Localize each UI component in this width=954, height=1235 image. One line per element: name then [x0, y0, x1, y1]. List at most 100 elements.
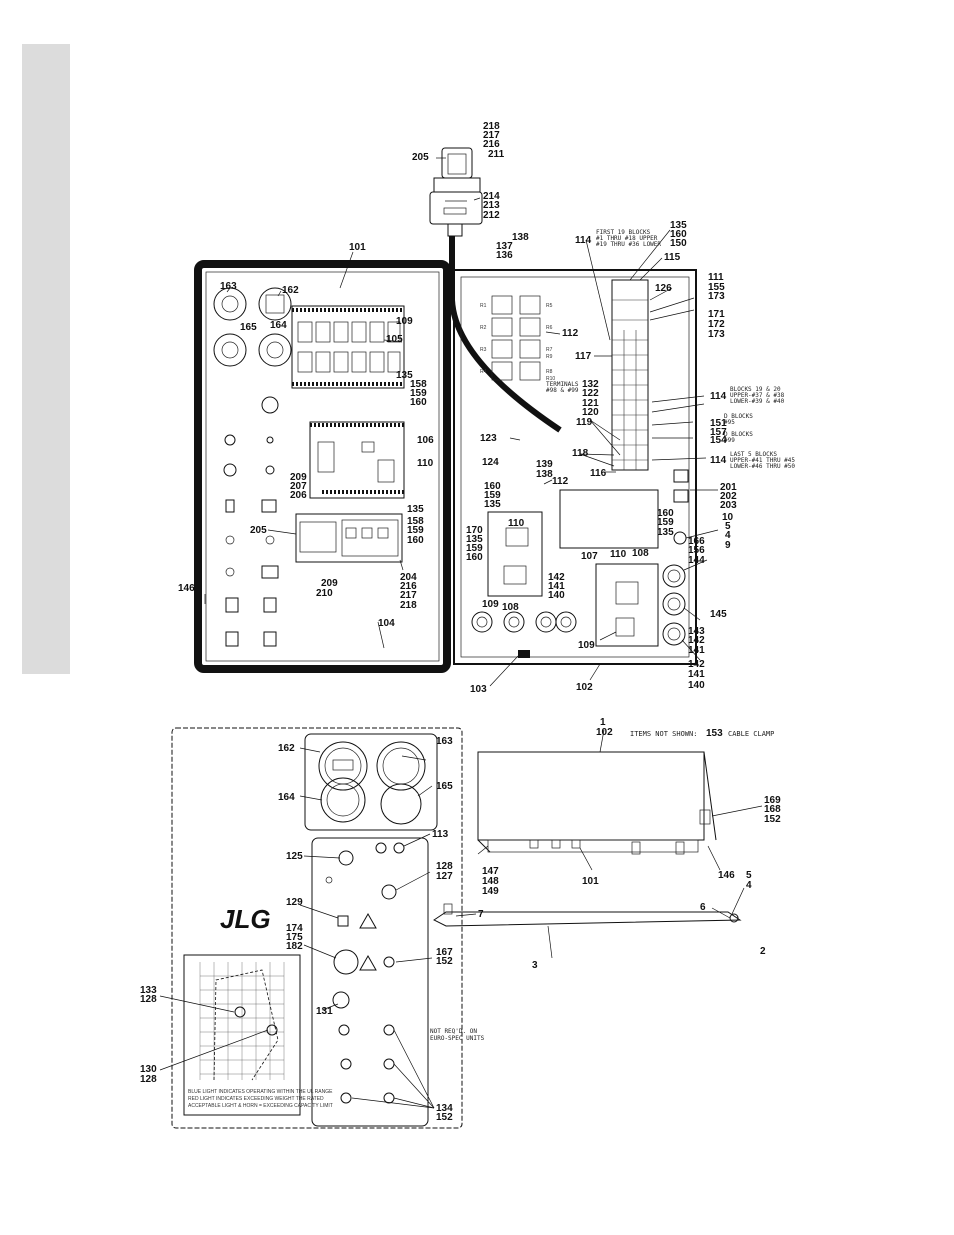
callout: 218: [400, 600, 417, 611]
callout: 170: [466, 525, 483, 536]
relay-tags: R1 R2 R3 R4 R5 R6 R7 R8 R9 R10: [480, 303, 555, 382]
callout: 114: [575, 235, 592, 246]
callout: 134: [436, 1103, 453, 1114]
callout: 213: [483, 200, 500, 211]
callout: 156: [688, 545, 705, 556]
note-first-blocks-3: #19 THRU #36 LOWER: [596, 241, 661, 248]
callout: 123: [480, 433, 497, 444]
callout: 102: [596, 727, 613, 738]
callout: 168: [764, 804, 781, 815]
callout: 103: [470, 684, 487, 695]
callout: 146: [718, 870, 735, 881]
jlg-logo: JLG: [220, 904, 271, 934]
callout: 149: [482, 886, 499, 897]
callout: 211: [488, 149, 505, 160]
note-first-blocks-1: FIRST 19 BLOCKS: [596, 229, 651, 236]
callout: 209: [321, 578, 338, 589]
callout: 110: [508, 518, 525, 529]
callout: 124: [482, 457, 499, 468]
callout: 129: [286, 897, 303, 908]
callout: 163: [436, 736, 453, 747]
callout: 122: [582, 388, 599, 399]
relay-tag: R1: [480, 303, 487, 309]
relay-tag: R10: [546, 376, 555, 382]
callout: 109: [578, 640, 595, 651]
callout: 116: [590, 468, 607, 479]
door-panel: [194, 260, 451, 673]
note-first-blocks-2: #1 THRU #18 UPPER: [596, 235, 658, 242]
connector-assembly: [429, 147, 562, 433]
callout: 162: [278, 743, 295, 754]
callout: 135: [657, 527, 674, 538]
callout: 217: [400, 590, 417, 601]
callout: 205: [250, 525, 267, 536]
callout: 163: [220, 281, 237, 292]
callout: 214: [483, 191, 500, 202]
callout: 110: [610, 549, 627, 560]
callout: 164: [278, 792, 295, 803]
note-last-blocks-3: LOWER-#46 THRU #50: [730, 463, 795, 470]
callout: 152: [764, 814, 781, 825]
callout: 142: [548, 572, 565, 583]
callout: 157: [710, 427, 727, 438]
callout: 165: [240, 322, 257, 333]
callout: 141: [548, 581, 565, 592]
callout: 150: [670, 238, 687, 249]
callout: 138: [512, 232, 529, 243]
chart-caption-3: ACCEPTABLE LIGHT & HORN = EXCEEDING CAPA…: [188, 1103, 333, 1109]
callout: 6: [700, 902, 706, 913]
callout: 108: [502, 602, 519, 613]
relay-tag: R5: [546, 303, 553, 309]
note-items-not-shown-suffix: CABLE CLAMP: [728, 730, 774, 738]
callout: 104: [378, 618, 395, 629]
callout: 131: [316, 1006, 333, 1017]
callout: 114: [710, 455, 727, 466]
callout: 182: [286, 941, 303, 952]
callout: 139: [536, 459, 553, 470]
callout: 3: [532, 960, 538, 971]
callout: 133: [140, 985, 157, 996]
note-d-blocks-a-2: #95: [724, 419, 735, 426]
relay-tag: R2: [480, 325, 487, 331]
callout: 120: [582, 407, 599, 418]
callout: 205: [412, 152, 429, 163]
note-last-blocks-2: UPPER-#41 THRU #45: [730, 457, 795, 464]
relay-tag: R9: [546, 354, 553, 360]
callout: 135: [670, 220, 687, 231]
callout: 206: [290, 490, 307, 501]
side-tab: [22, 44, 70, 674]
callout: 202: [720, 491, 737, 502]
callout: 115: [664, 252, 681, 263]
callout: 141: [688, 645, 705, 656]
callout: 160: [410, 397, 427, 408]
note-blocks-19-20-1: BLOCKS 19 & 20: [730, 386, 781, 393]
callout: 126: [655, 283, 672, 294]
callout: 135: [396, 370, 413, 381]
callout: 159: [410, 388, 427, 399]
callout: 137: [496, 241, 513, 252]
callout: 210: [316, 588, 333, 599]
callout: 166: [688, 536, 705, 547]
callout: 141: [688, 669, 705, 680]
callout: 109: [396, 316, 413, 327]
callout: 162: [282, 285, 299, 296]
callout: 164: [270, 320, 287, 331]
note-terminals-1: TERMINALS: [546, 381, 579, 388]
callout: 173: [708, 291, 725, 302]
callout: 107: [581, 551, 598, 562]
box-side-view: [433, 751, 742, 927]
callout: 5: [746, 870, 752, 881]
callout: 218: [483, 121, 500, 132]
callout: 216: [400, 581, 417, 592]
note-d-blocks-b-1: D BLOCKS: [724, 431, 753, 438]
callout: 148: [482, 876, 499, 887]
callout: 160: [466, 552, 483, 563]
note-terminals-2: #98 & #99: [546, 387, 579, 394]
diagram-notes: ITEMS NOT SHOWN: 153 CABLE CLAMP FIRST 1…: [188, 229, 795, 1109]
callout: 142: [688, 635, 705, 646]
callout: 159: [407, 525, 424, 536]
note-d-blocks-a-1: D BLOCKS: [724, 413, 753, 420]
callout: 102: [576, 682, 593, 693]
callout: 119: [576, 417, 593, 428]
callout: 138: [536, 469, 553, 480]
